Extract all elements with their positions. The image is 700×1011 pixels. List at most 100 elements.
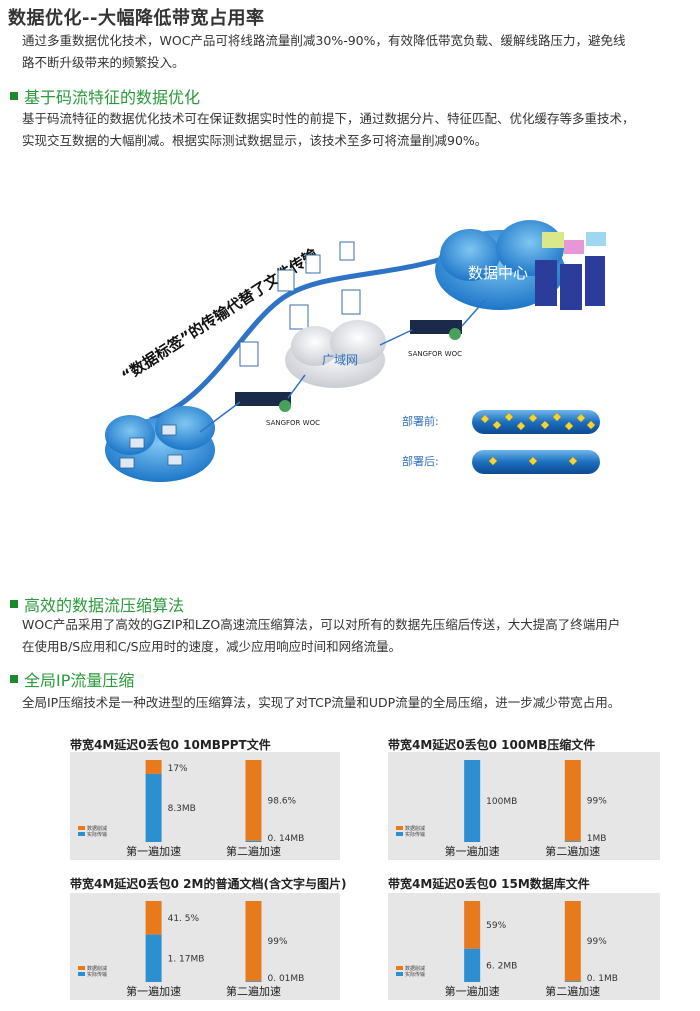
legend-label: 数据削减: [405, 965, 425, 972]
transfer-label: 1. 17MB: [168, 954, 205, 964]
transfer-label: 0. 01MB: [268, 974, 305, 984]
legend-label: 数据削减: [405, 825, 425, 832]
section-body: 基于码流特征的数据优化技术可在保证数据实时性的前提下，通过数据分片、特征匹配、优…: [22, 108, 692, 152]
bar-transfer: [145, 934, 162, 982]
legend-label: 数据削减: [87, 825, 107, 832]
device-right-label: SANGFOR WOC: [408, 350, 462, 358]
body-line: 全局IP压缩技术是一种改进型的压缩算法，实现了对TCP流量和UDP流量的全局压缩…: [22, 695, 621, 710]
chart-title: 带宽4M延迟0丢包0 2M的普通文档(含文字与图片): [70, 877, 347, 891]
category-label: 第一遍加速: [445, 844, 500, 858]
page-title: 数据优化--大幅降低带宽占用率: [8, 8, 265, 29]
section-heading-text: 全局IP流量压缩: [24, 671, 135, 690]
legend-swatch-transfer: [396, 832, 403, 836]
section-heading: 全局IP流量压缩: [10, 667, 134, 691]
legend-label: 实际传输: [405, 971, 425, 978]
reduction-label: 99%: [587, 797, 607, 807]
category-label: 第二遍加速: [226, 844, 281, 858]
section-body: WOC产品采用了高效的GZIP和LZO高速流压缩算法，可以对所有的数据先压缩后传…: [22, 614, 692, 658]
bar-reduction: [145, 760, 162, 774]
chart-title: 带宽4M延迟0丢包0 15M数据库文件: [388, 877, 590, 891]
legend-label: 数据削减: [87, 965, 107, 972]
section-heading-text: 基于码流特征的数据优化: [24, 88, 201, 107]
intro-paragraph: 通过多重数据优化技术，WOC产品可将线路流量削减30%-90%，有效降低带宽负载…: [22, 30, 692, 74]
document-icon: [289, 304, 309, 330]
bar-reduction: [145, 901, 162, 935]
transfer-curve: [149, 247, 471, 423]
transfer-label: 1MB: [587, 834, 607, 844]
document-icons: [239, 241, 361, 367]
reduction-label: 41. 5%: [168, 914, 200, 924]
section-heading-text: 高效的数据流压缩算法: [24, 596, 185, 615]
legend-swatch-transfer: [78, 972, 85, 976]
body-line: WOC产品采用了高效的GZIP和LZO高速流压缩算法，可以对所有的数据先压缩后传…: [22, 617, 621, 632]
chart-background: [388, 752, 660, 860]
client-cloud: [105, 406, 215, 482]
after-packets: [488, 456, 578, 466]
category-label: 第一遍加速: [445, 984, 500, 998]
body-line: 基于码流特征的数据优化技术可在保证数据实时性的前提下，通过数据分片、特征匹配、优…: [22, 111, 635, 126]
section-body: 全局IP压缩技术是一种改进型的压缩算法，实现了对TCP流量和UDP流量的全局压缩…: [22, 692, 692, 714]
legend-label: 实际传输: [87, 971, 107, 978]
legend-swatch-reduction: [396, 966, 403, 970]
woc-device-right: [410, 320, 462, 340]
reduction-label: 99%: [268, 937, 288, 947]
transfer-label: 6. 2MB: [486, 961, 517, 971]
legend-swatch-reduction: [78, 826, 85, 830]
legend-swatch-reduction: [396, 826, 403, 830]
bar-transfer: [564, 981, 581, 982]
document-icon: [305, 254, 321, 274]
category-label: 第二遍加速: [226, 984, 281, 998]
bar-reduction: [564, 760, 581, 842]
category-label: 第一遍加速: [126, 984, 181, 998]
section-heading: 基于码流特征的数据优化: [10, 84, 200, 108]
category-label: 第二遍加速: [545, 984, 600, 998]
bar-reduction: [464, 901, 481, 949]
transfer-label: 0. 14MB: [268, 834, 305, 844]
network-diagram: “数据标签”的传输代替了文件传输 广域网 数据中心: [105, 220, 606, 482]
document-icon: [277, 269, 295, 292]
intro-line: 路不断升级带来的频繁投入。: [22, 55, 185, 70]
bar-transfer: [145, 773, 162, 842]
bar-transfer: [464, 760, 481, 842]
document-icon: [239, 341, 259, 367]
legend-swatch-transfer: [396, 972, 403, 976]
legend-label: 实际传输: [87, 831, 107, 838]
after-label: 部署后:: [402, 454, 439, 468]
body-line: 实现交互数据的大幅削减。根据实际测试数据显示，该技术至多可将流量削减90%。: [22, 133, 488, 148]
before-label: 部署前:: [402, 414, 439, 428]
category-label: 第二遍加速: [545, 844, 600, 858]
bullet-square-icon: [10, 675, 18, 683]
chart-title: 带宽4M延迟0丢包0 100MB压缩文件: [388, 738, 596, 752]
transfer-label: 100MB: [486, 797, 517, 807]
transfer-label: 8.3MB: [168, 804, 196, 814]
chart-background: [388, 893, 660, 1000]
reduction-label: 98.6%: [268, 796, 297, 806]
wan-label: 广域网: [322, 353, 358, 367]
body-line: 在使用B/S应用和C/S应用时的速度，减少应用响应时间和网络流量。: [22, 639, 402, 654]
datacenter-cloud: [435, 220, 565, 310]
category-label: 第一遍加速: [126, 844, 181, 858]
section-heading: 高效的数据流压缩算法: [10, 592, 184, 616]
bar-transfer: [564, 841, 581, 842]
reduction-label: 17%: [168, 764, 188, 774]
before-packets: [480, 412, 596, 431]
bar-transfer: [464, 948, 481, 982]
chart-background: [70, 752, 340, 860]
reduction-label: 99%: [587, 937, 607, 947]
legend-label: 实际传输: [405, 831, 425, 838]
bar-reduction: [245, 901, 262, 982]
document-icon: [341, 289, 361, 315]
legend-swatch-reduction: [78, 966, 85, 970]
device-left-label: SANGFOR WOC: [266, 419, 320, 427]
server-rack-icon: [535, 232, 606, 310]
bar-transfer: [245, 981, 262, 982]
document-icon: [339, 241, 355, 261]
bar-reduction: [564, 901, 581, 982]
intro-line: 通过多重数据优化技术，WOC产品可将线路流量削减30%-90%，有效降低带宽负载…: [22, 33, 626, 48]
chart-title: 带宽4M延迟0丢包0 10MBPPT文件: [70, 738, 271, 752]
legend-swatch-transfer: [78, 832, 85, 836]
reduction-label: 59%: [486, 921, 506, 931]
